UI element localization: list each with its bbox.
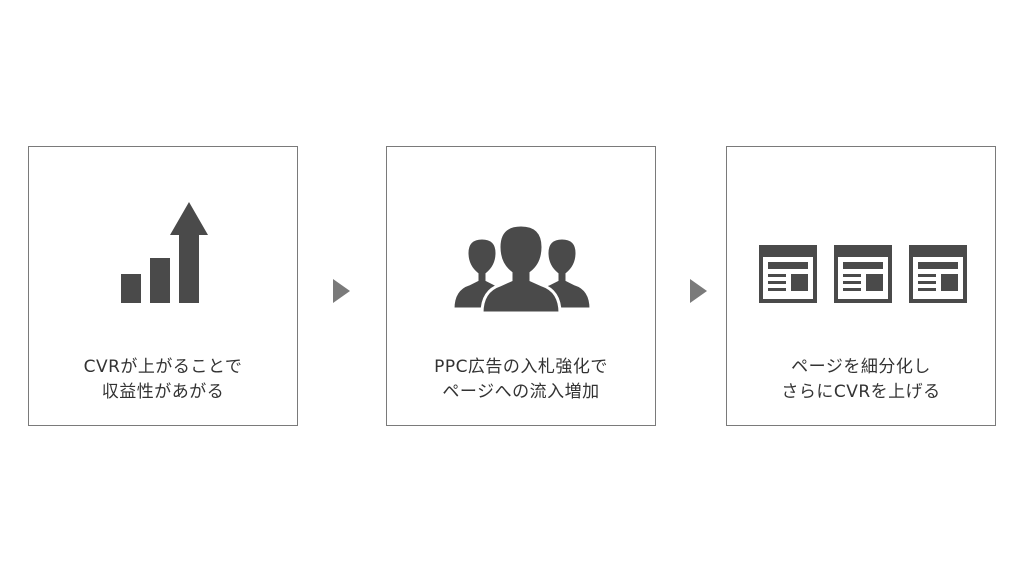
bar-chart-up-arrow-icon — [121, 202, 208, 303]
step-2-line-2: ページへの流入増加 — [442, 382, 600, 402]
user-group-icon — [451, 223, 593, 315]
step-3-line-2: さらにCVRを上げる — [781, 382, 941, 402]
step-card-1: CVRが上がることで 収益性があがる — [28, 146, 298, 426]
step-1-label: CVRが上がることで 収益性があがる — [29, 355, 297, 405]
web-page-2-icon — [834, 245, 892, 303]
next-arrow-icon — [333, 279, 350, 303]
step-2-label: PPC広告の入札強化で ページへの流入増加 — [387, 355, 655, 405]
up-arrow-icon — [170, 202, 208, 235]
step-2-line-1: PPC広告の入札強化で — [434, 357, 608, 377]
web-page-3-icon — [909, 245, 967, 303]
step-1-line-1: CVRが上がることで — [83, 357, 243, 377]
chart-bar-small-icon — [121, 274, 141, 303]
step-3-label: ページを細分化し さらにCVRを上げる — [727, 355, 995, 405]
chart-bar-medium-icon — [150, 258, 170, 303]
step-3-line-1: ページを細分化し — [791, 357, 931, 377]
web-page-1-icon — [759, 245, 817, 303]
step-card-2: PPC広告の入札強化で ページへの流入増加 — [386, 146, 656, 426]
chart-arrow-shaft-icon — [179, 235, 199, 303]
step-1-line-2: 収益性があがる — [101, 382, 225, 402]
step-card-3: ページを細分化し さらにCVRを上げる — [726, 146, 996, 426]
next-arrow-icon — [690, 279, 707, 303]
center-user-icon — [480, 223, 562, 315]
